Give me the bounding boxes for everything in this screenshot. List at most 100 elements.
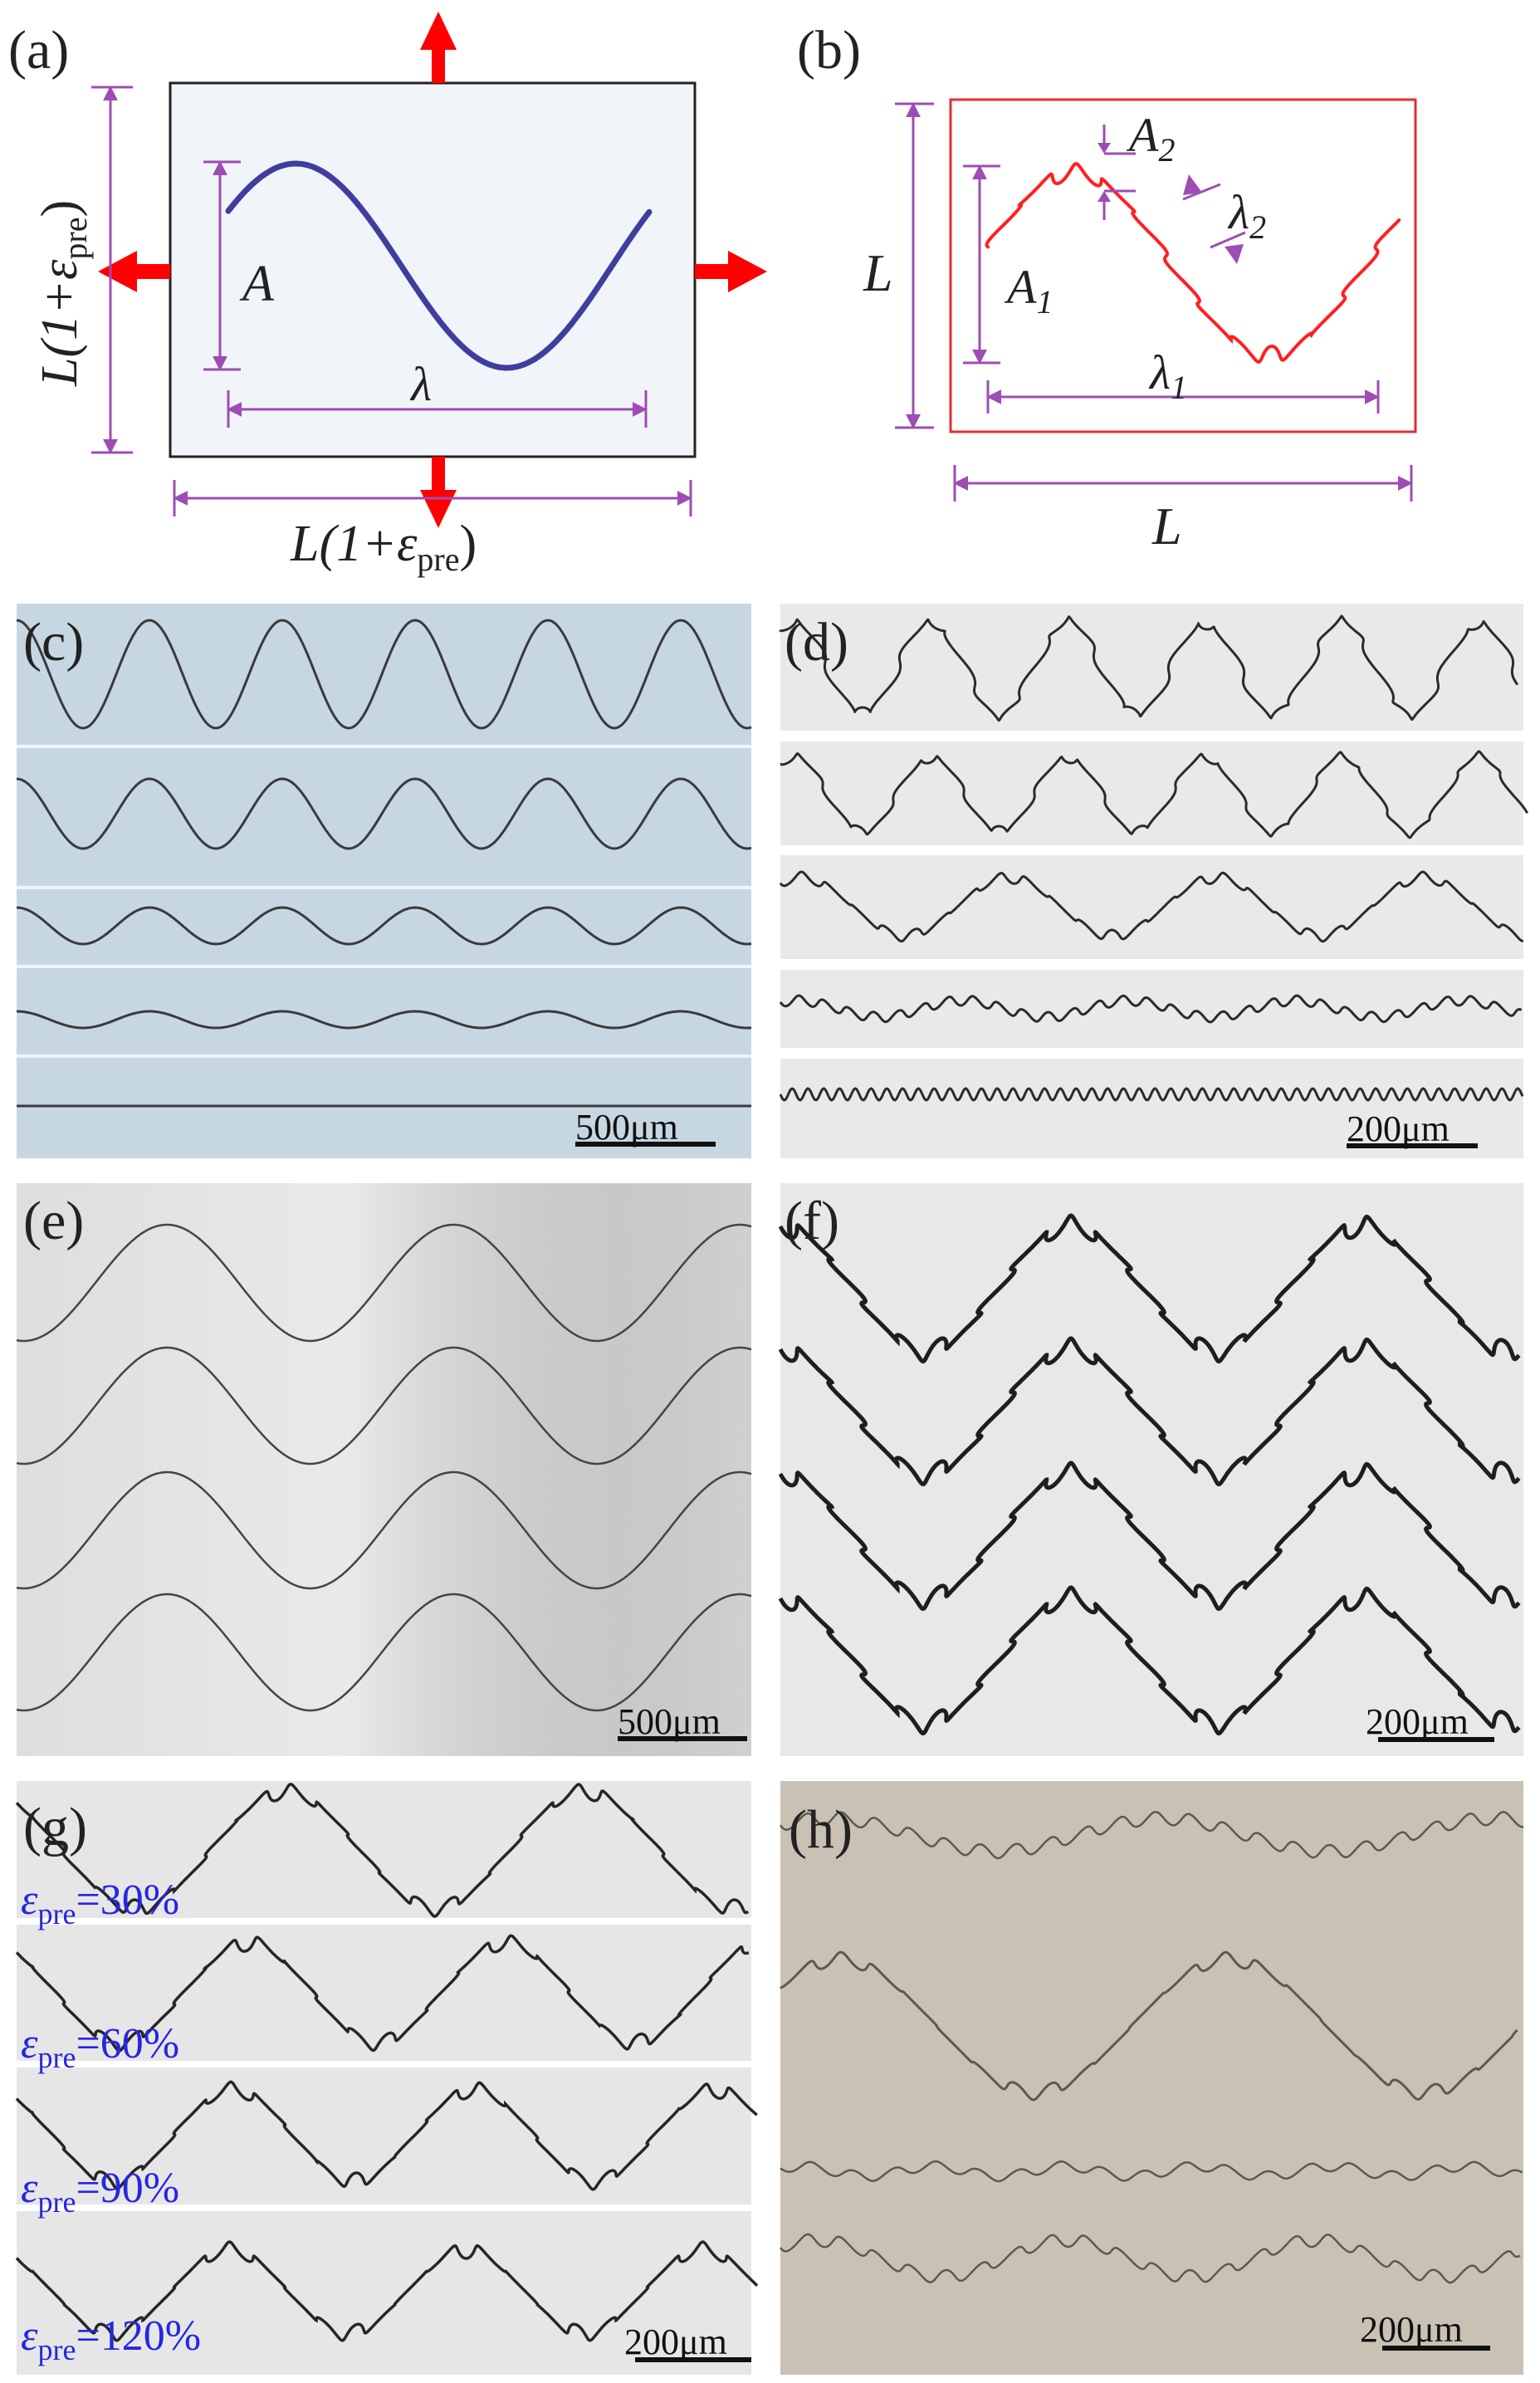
strip-d [779,855,1523,959]
amplitude-label: A [239,256,275,312]
panel-b: (b) A1 A2 λ2 [797,20,1417,555]
panel-d: (d) 200μm [779,604,1529,1158]
height-label-sub: pre [56,218,94,260]
panel-e-label: (e) [23,1191,84,1251]
strip-d [780,741,1529,845]
ribbon [780,2160,1523,2183]
ribbon [779,870,1523,943]
scale-label-d: 200μm [1347,1108,1450,1149]
panel-f-label: (f) [785,1191,839,1251]
strip-bg [780,741,1523,845]
ribbon [16,906,752,946]
strip-bg [780,970,1523,1048]
scale-label-g: 200μm [624,2322,727,2362]
strain-sub: pre [38,1897,76,1930]
strain-value: =90% [76,2165,179,2212]
l-height-label: L [863,243,893,302]
strip-d [779,1059,1524,1158]
panel-f-background [780,1183,1523,1756]
strain-label: εpre=120% [21,2312,201,2366]
height-dimension [91,86,133,454]
strip-bg [17,967,751,1053]
a1-dimension [963,164,1000,365]
strip-bg [17,747,751,884]
strain-value: =30% [76,1877,179,1924]
lambda2-dimension [1182,174,1246,264]
scale-label-h: 200μm [1360,2309,1463,2350]
panel-a: (a) A λ [8,12,767,578]
strip-bg [17,888,751,963]
panel-f: (f) 200μm [778,1183,1523,1756]
strip-separator [17,965,751,968]
ribbon [15,2240,759,2342]
strip-separator [17,745,751,748]
strip-bg [17,1057,751,1158]
a2-dimension [1098,125,1136,220]
amplitude-dimension [203,160,241,371]
arrow-down-icon [420,457,457,528]
strip-g [15,1781,751,1918]
ribbon [16,1593,752,1712]
strip-g [15,1925,751,2061]
strip-c [16,604,752,743]
ribbon [16,619,752,730]
ribbon [780,1810,1524,1860]
strain-sub: pre [38,2041,76,2074]
strip-g [15,2067,758,2204]
strip-bg [17,2067,751,2204]
panel-c-label: (c) [23,612,84,673]
scale-label-f: 200μm [1366,1701,1469,1742]
lambda1-label: λ1 [1148,345,1187,406]
panel-h: (h) 200μm [779,1781,1524,2375]
sine-wave [225,160,653,371]
svg-text:L(1+εpre): L(1+εpre) [32,200,94,387]
strip-separator [17,886,751,889]
width-label: L(1+εpre) [290,516,477,578]
ribbon [16,1223,752,1343]
panel-e-shading [17,1183,751,1756]
panel-h-label: (h) [789,1799,853,1860]
strain-label: εpre=90% [21,2165,179,2219]
height-label-l: L(1+ [32,280,88,387]
arrow-left-icon [98,251,170,292]
panel-b-label: (b) [797,20,861,81]
lambda2-label: λ2 [1227,185,1266,246]
strip-bg [780,604,1523,731]
ribbon [778,1336,1521,1487]
l-width-dimension [953,465,1413,502]
ribbon [16,1346,752,1466]
strip-bg [17,604,751,743]
strip-d [779,970,1523,1048]
panel-g: (g) εpre=30%εpre=60%εpre=90%εpre=120% 20… [15,1781,759,2375]
strip-g [15,2211,759,2375]
strip-bg [780,1059,1523,1158]
scale-label-c: 500μm [575,1107,678,1147]
width-dimension [173,480,692,516]
a2-label: A2 [1126,108,1175,169]
sample-frame-b [949,98,1417,433]
a1-label: A1 [1004,260,1053,321]
strip-bg [17,1781,751,1918]
ribbon [779,614,1519,722]
ribbon [15,2080,758,2191]
strip-bg [17,2211,751,2375]
strain-eps: ε [21,2020,38,2067]
panel-g-label: (g) [23,1797,87,1857]
l-height-dimension [895,102,934,429]
strain-value: =60% [76,2020,179,2067]
strip-separator [17,1054,751,1058]
strain-label: εpre=30% [21,1877,179,1930]
strain-sub: pre [38,2333,76,2366]
strip-bg [780,855,1523,959]
ribbon [780,2233,1521,2284]
height-label-close: ) [32,200,88,218]
scale-label-e: 500μm [618,1701,721,1742]
ribbon [16,1010,752,1030]
strain-eps: ε [21,2312,38,2360]
strain-sub: pre [38,2185,76,2219]
ribbon [779,1087,1524,1102]
panel-d-label: (d) [785,612,848,673]
strip-c [16,747,752,884]
strip-c [17,1057,751,1158]
